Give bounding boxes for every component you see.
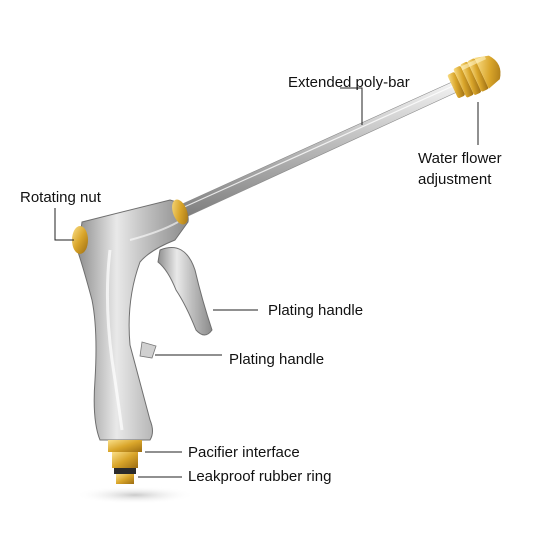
label-leakproof-ring: Leakproof rubber ring [188, 468, 332, 485]
label-rotating-nut: Rotating nut [20, 189, 101, 206]
lock-lever [139, 341, 157, 359]
label-extended-poly-bar: Extended poly-bar [288, 74, 410, 91]
pacifier-connector [108, 440, 142, 484]
label-water-flower-line1: Water flower [418, 150, 502, 167]
label-plating-handle-trigger: Plating handle [268, 302, 364, 319]
label-plating-handle-lock: Plating handle [229, 351, 325, 368]
leader-rotating-nut [54, 208, 74, 241]
leader-lines [54, 87, 479, 478]
extended-rod [179, 81, 458, 218]
leader-poly-bar [340, 87, 363, 125]
label-pacifier-interface: Pacifier interface [188, 444, 300, 461]
front-brass-ring [172, 199, 188, 225]
brass-nozzle [447, 55, 501, 98]
gun-body [77, 199, 189, 441]
trigger [157, 247, 213, 336]
label-water-flower-line2: adjustment [418, 171, 492, 188]
rear-brass-nut [72, 226, 88, 254]
floor-shadow [75, 486, 195, 504]
